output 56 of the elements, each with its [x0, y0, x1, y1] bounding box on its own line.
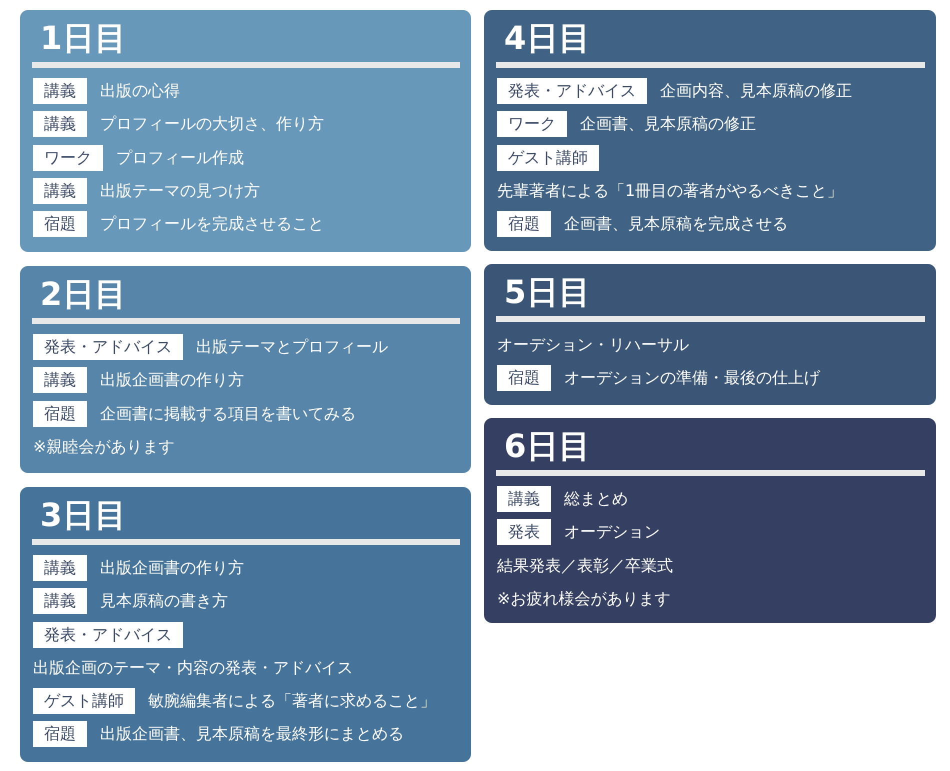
day-card	[484, 264, 936, 405]
session-description: 出版テーマとプロフィール	[196, 337, 388, 357]
session-description: 出版の心得	[100, 81, 180, 101]
session-tag: 発表・アドバイス	[33, 622, 183, 648]
session-description: プロフィールの大切さ、作り方	[100, 114, 324, 134]
session-tag: 講義	[33, 111, 87, 138]
session-tag: ワーク	[33, 144, 103, 171]
session-description: 企画書に掲載する項目を書いてみる	[100, 404, 356, 424]
day-heading: 5日目	[504, 272, 590, 312]
session-description: 出版企画書、見本原稿を最終形にまとめる	[100, 724, 404, 744]
schedule-note: ※お疲れ様会があります	[497, 588, 670, 609]
session-tag: 講義	[33, 178, 87, 204]
session-tag: ゲスト講師	[497, 144, 599, 171]
day-heading: 4日目	[504, 18, 590, 58]
schedule-note: ※親睦会があります	[33, 436, 174, 457]
session-tag: 宿題	[33, 400, 87, 427]
day-heading: 2日目	[40, 274, 126, 314]
session-description: 総まとめ	[564, 489, 628, 509]
day-card	[20, 487, 471, 762]
day-card	[484, 10, 936, 251]
day-heading: 3日目	[40, 495, 126, 535]
session-tag: 宿題	[497, 211, 551, 238]
session-tag: ワーク	[497, 111, 567, 138]
session-tag: 宿題	[33, 721, 87, 748]
session-description: 企画内容、見本原稿の修正	[660, 81, 852, 101]
day-card	[20, 266, 471, 473]
session-description: 企画書、見本原稿を完成させる	[564, 214, 788, 234]
session-description: 先輩著者による「1冊目の著者がやるべきこと」	[497, 180, 844, 201]
session-tag: 講義	[33, 367, 87, 394]
session-description: 出版テーマの見つけ方	[100, 180, 260, 201]
day-card	[20, 10, 471, 252]
day-card	[484, 418, 936, 623]
session-tag: 講義	[497, 486, 551, 512]
session-description: オーデション	[564, 522, 660, 542]
session-description: プロフィール作成	[116, 148, 244, 168]
schedule-note: 結果発表／表彰／卒業式	[497, 556, 673, 576]
session-tag: 発表・アドバイス	[33, 334, 183, 360]
session-tag: 宿題	[33, 211, 87, 238]
session-tag: ゲスト講師	[33, 688, 135, 714]
session-tag: 講義	[33, 588, 87, 614]
session-description: 企画書、見本原稿の修正	[580, 114, 756, 134]
schedule-note: オーデション・リハーサル	[497, 335, 689, 355]
session-tag: 講義	[33, 555, 87, 581]
session-tag: 発表・アドバイス	[497, 78, 647, 104]
session-tag: 発表	[497, 519, 551, 546]
session-description: オーデションの準備・最後の仕上げ	[564, 368, 820, 388]
session-tag: 宿題	[497, 365, 551, 392]
session-description: 出版企画のテーマ・内容の発表・アドバイス	[33, 658, 353, 678]
day-heading: 6日目	[504, 426, 590, 466]
session-description: 敏腕編集者による「著者に求めること」	[148, 691, 436, 712]
session-description: 出版企画書の作り方	[100, 558, 244, 578]
session-description: 見本原稿の書き方	[100, 591, 228, 612]
day-heading: 1日目	[40, 18, 126, 58]
session-tag: 講義	[33, 78, 87, 104]
session-description: プロフィールを完成させること	[100, 214, 324, 234]
session-description: 出版企画書の作り方	[100, 370, 244, 390]
